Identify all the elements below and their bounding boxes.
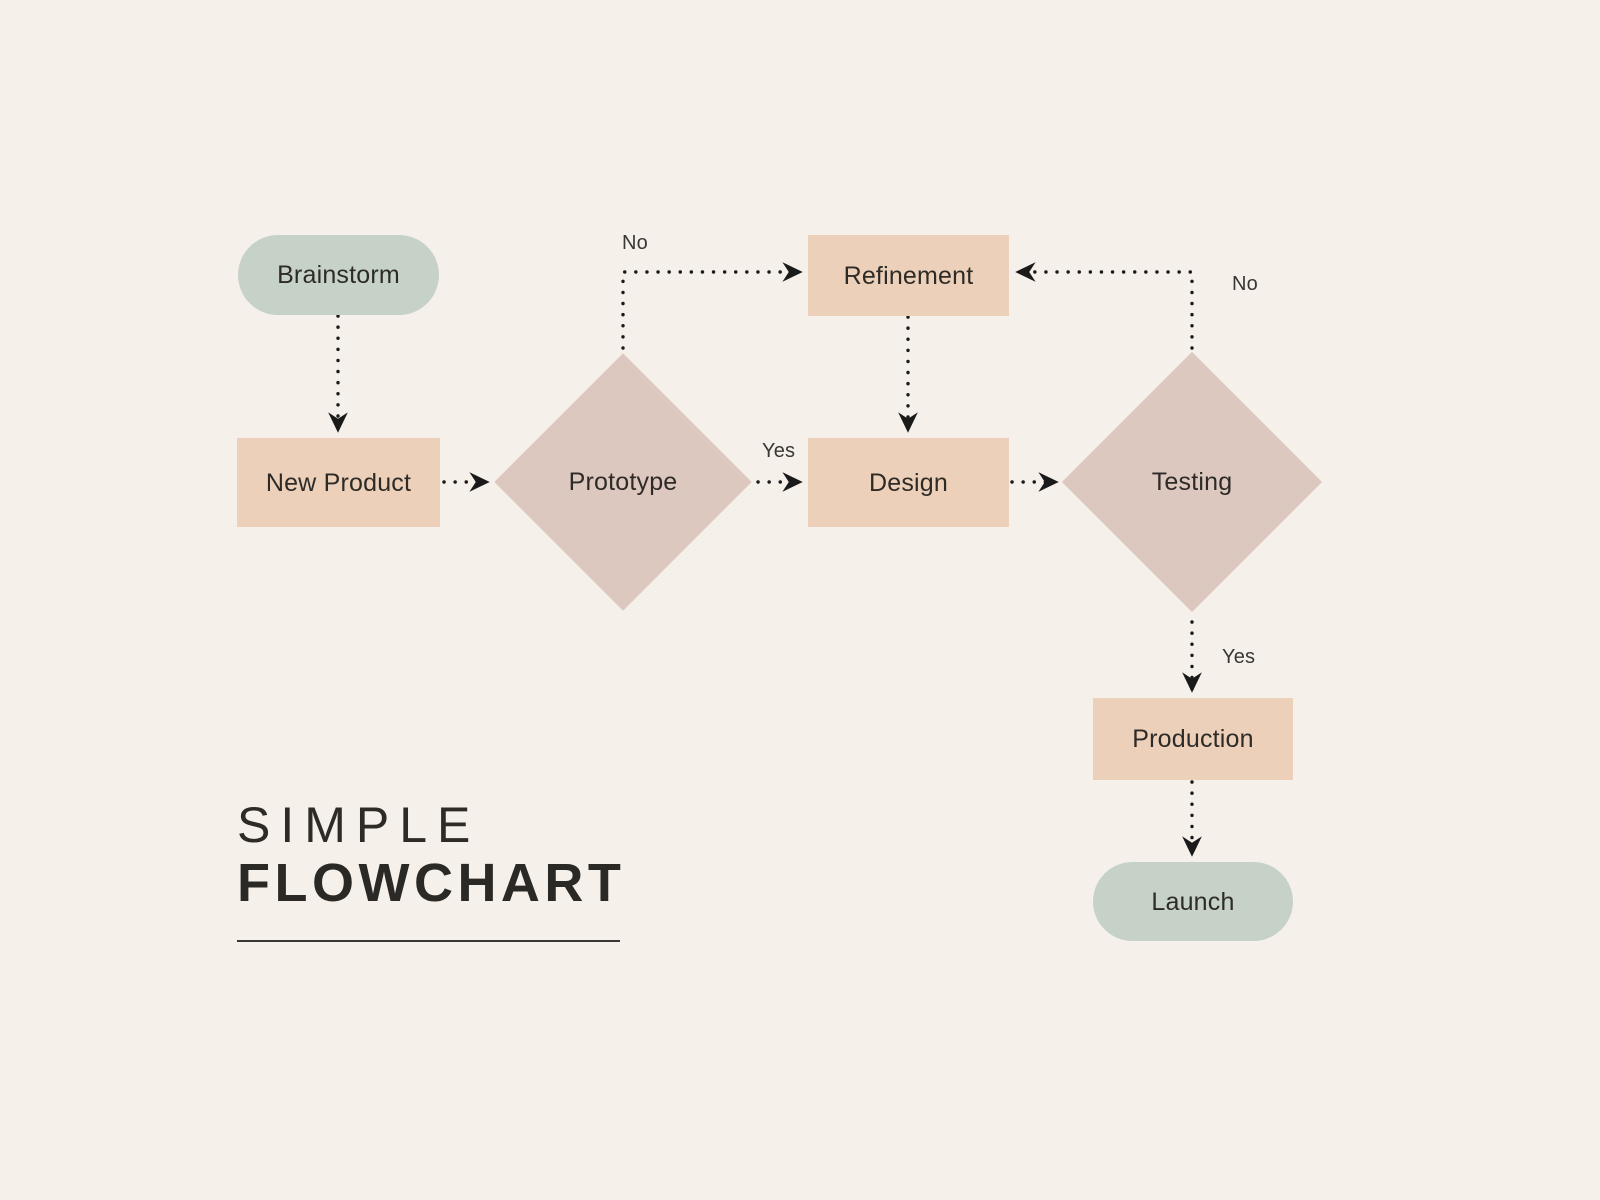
node-label-design: Design <box>868 468 949 497</box>
node-label-new-product: New Product <box>265 468 412 497</box>
node-launch[interactable]: Launch <box>1093 862 1293 941</box>
node-label-refinement: Refinement <box>843 261 974 290</box>
title-block: SIMPLE FLOWCHART <box>237 797 737 943</box>
title-underline-rule <box>237 940 620 943</box>
edge-label-testing-no: No <box>1232 273 1258 295</box>
page-title-line-1: SIMPLE <box>237 797 481 853</box>
node-label-testing: Testing <box>1151 467 1233 496</box>
edge-label-prototype-no: No <box>622 232 648 254</box>
node-new-product[interactable]: New Product <box>237 438 440 527</box>
node-testing[interactable]: Testing <box>1061 351 1323 613</box>
node-design[interactable]: Design <box>808 438 1009 527</box>
node-label-prototype: Prototype <box>568 467 678 496</box>
node-refinement[interactable]: Refinement <box>808 235 1009 316</box>
edge-testing-to-refinement <box>1015 262 1194 350</box>
node-label-brainstorm: Brainstorm <box>277 261 400 289</box>
node-prototype[interactable]: Prototype <box>494 353 752 611</box>
node-label-production: Production <box>1132 725 1254 753</box>
edge-label-prototype-yes: Yes <box>762 440 796 462</box>
edge-label-testing-yes: Yes <box>1222 646 1256 668</box>
edge-prototype-to-refinement <box>621 262 803 350</box>
node-label-launch: Launch <box>1151 887 1235 916</box>
node-production[interactable]: Production <box>1093 698 1293 780</box>
page-title-line-2: FLOWCHART <box>237 853 626 913</box>
node-brainstorm[interactable]: Brainstorm <box>238 235 439 315</box>
